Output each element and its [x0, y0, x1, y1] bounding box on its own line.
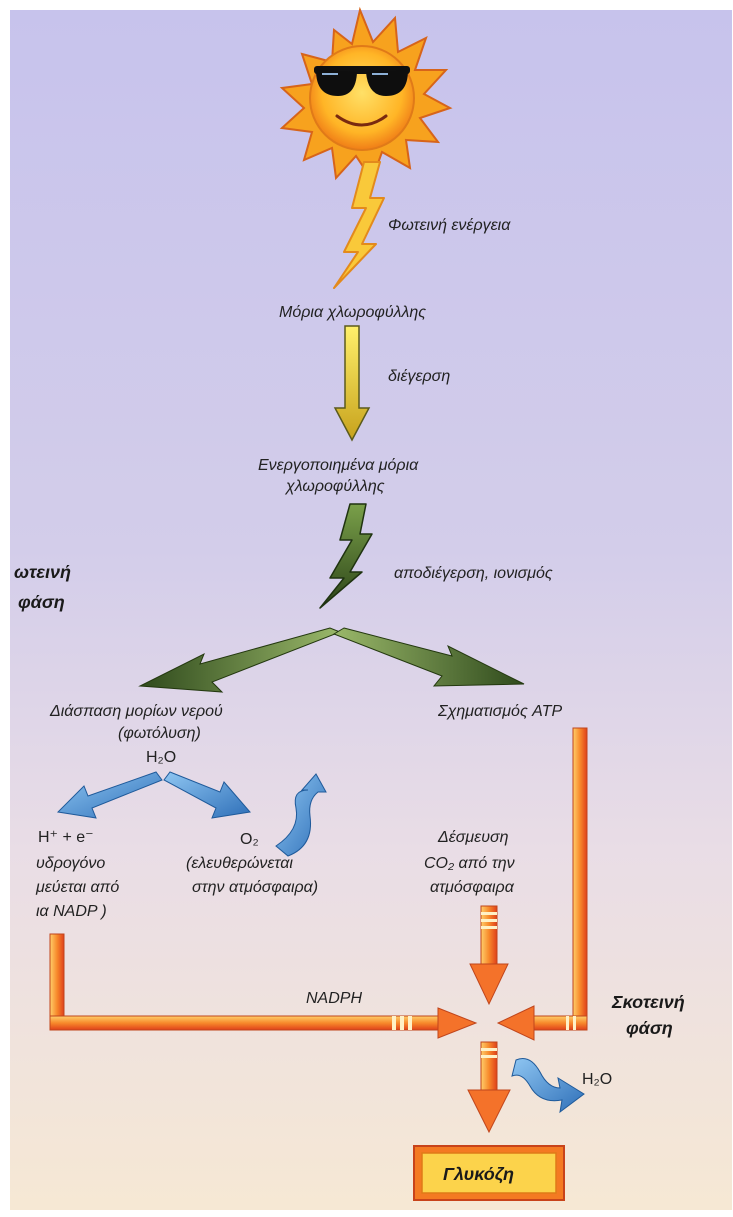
water-split-label-line2: (φωτόλυση) — [118, 725, 201, 742]
co2-label-line1: Δέσμευση — [437, 829, 509, 846]
water-out-formula: H₂O — [582, 1071, 612, 1088]
activated-label-line1: Ενεργοποιημένα μόρια — [258, 457, 419, 474]
oxygen-note-line2: στην ατμόσφαιρα) — [192, 879, 318, 896]
co2-label-line3: ατμόσφαιρα — [430, 879, 515, 896]
hydrogen-label-line3: ια NADP ) — [36, 903, 107, 920]
light-energy-label: Φωτεινή ενέργεια — [388, 217, 511, 234]
atp-orange-path — [573, 728, 587, 1026]
water-formula: H₂O — [146, 749, 176, 766]
hydrogen-label-line1: υδρογόνο — [36, 855, 105, 872]
deexcitation-label: αποδιέγερση, ιονισμός — [394, 565, 553, 582]
excitation-label: διέγερση — [388, 368, 450, 385]
glucose-label: Γλυκόζη — [443, 1164, 514, 1185]
water-split-label-line1: Διάσπαση μορίων νερού — [49, 703, 223, 720]
co2-label-line2: CO₂ από την — [424, 855, 515, 872]
nadph-label: NADPH — [306, 990, 362, 1007]
hydrogen-label-line2: μεύεται από — [35, 879, 119, 896]
light-phase-label-line2: φάση — [18, 592, 65, 612]
chlorophyll-label: Μόρια χλωροφύλλης — [279, 304, 426, 321]
activated-label-line2: χλωροφύλλης — [284, 478, 385, 495]
light-phase-label-line1: ωτεινή — [14, 562, 71, 582]
oxygen-formula: O₂ — [240, 831, 259, 848]
dark-phase-label-line1: Σκοτεινή — [611, 992, 685, 1012]
oxygen-note-line1: (ελευθερώνεται — [186, 855, 293, 872]
dark-phase-label-line2: φάση — [626, 1018, 673, 1038]
hplus-label: H⁺ + e⁻ — [38, 829, 94, 846]
atp-label: Σχηματισμός ATP — [437, 703, 562, 720]
